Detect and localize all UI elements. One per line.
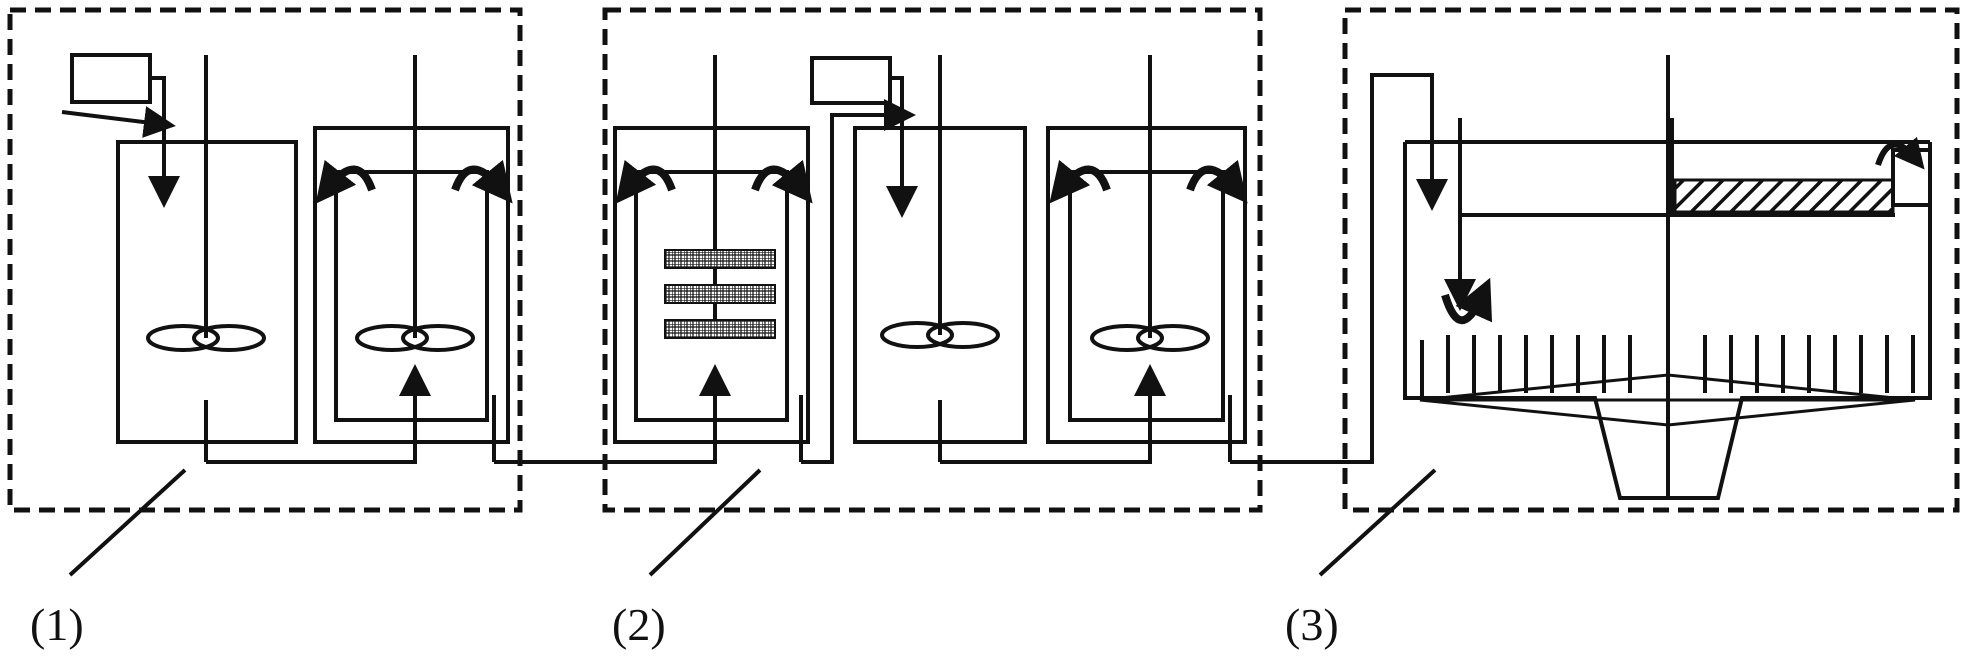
pipe-section-2-3	[1230, 73, 1448, 464]
section-1-label: (1)	[30, 599, 84, 650]
settling-tank	[1403, 55, 1932, 500]
section-1-boundary	[7, 7, 523, 513]
flow-turn-arrow-icon	[1441, 277, 1493, 325]
recirculation-arrow-icon	[451, 159, 513, 204]
dosing-unit-1	[70, 53, 152, 104]
media-block	[664, 319, 776, 339]
recirculation-arrow-icon	[615, 159, 676, 204]
dosing-unit-2	[810, 56, 892, 105]
recirculation-arrow-icon	[315, 159, 376, 204]
pipe-3-4	[801, 99, 916, 464]
media-block	[664, 249, 776, 269]
draft-tube-reactor-1	[313, 55, 513, 462]
section-3-label: (3)	[1285, 599, 1339, 650]
recirculation-arrow-icon	[751, 159, 813, 204]
impeller-icon	[1090, 324, 1164, 352]
media-block	[664, 284, 776, 304]
impeller-icon	[880, 321, 954, 349]
impeller-icon	[146, 324, 220, 352]
section-2-boundary	[602, 7, 1263, 513]
draft-tube-reactor-2	[1046, 55, 1248, 462]
leader-line-2	[648, 468, 762, 577]
media-reactor	[613, 55, 813, 462]
outlet-arrow-icon	[1875, 136, 1925, 170]
recirculation-arrow-icon	[1049, 159, 1111, 204]
pipe-4-5	[940, 364, 1166, 464]
stirred-tank-2	[810, 55, 1027, 462]
pipe-1-2	[206, 364, 431, 464]
scum-scraper	[1673, 178, 1895, 214]
section-2-label: (2)	[612, 599, 666, 650]
leader-line-3	[1318, 468, 1437, 577]
stirred-tank-1	[61, 53, 298, 462]
pipe-section-1-2	[494, 364, 731, 464]
recirculation-arrow-icon	[1186, 159, 1248, 204]
impeller-icon	[355, 324, 429, 352]
section-3-boundary	[1342, 7, 1960, 513]
leader-line-1	[68, 468, 187, 577]
